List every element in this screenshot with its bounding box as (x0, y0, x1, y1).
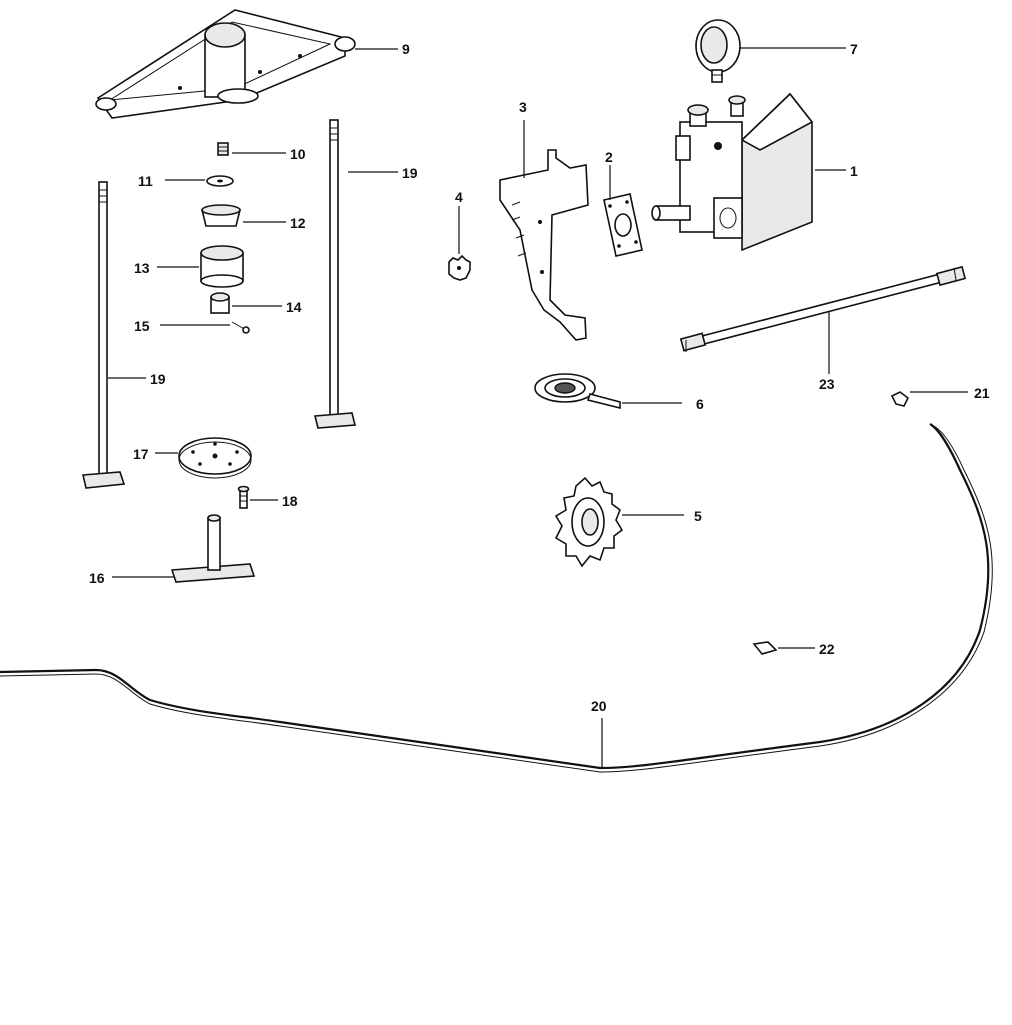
part-18-bolt (237, 485, 250, 509)
part-12-cup (200, 204, 242, 227)
part-14-bushing (210, 292, 230, 314)
part-3-mounting-bracket (499, 149, 589, 341)
callout-14: 14 (286, 299, 302, 315)
callout-12: 12 (290, 215, 306, 231)
callout-3: 3 (519, 99, 527, 115)
callout-6: 6 (696, 396, 704, 412)
part-7-pressure-gauge (695, 19, 741, 83)
callout-20: 20 (591, 698, 607, 714)
callout-9: 9 (402, 41, 410, 57)
part-19-rod-left (82, 181, 126, 489)
part-20-tubing-line (0, 423, 993, 773)
callout-16: 16 (89, 570, 105, 586)
callout-22: 22 (819, 641, 835, 657)
part-19-rod-right (313, 119, 357, 429)
callout-19-left: 19 (150, 371, 166, 387)
part-16-post-base (170, 514, 256, 583)
part-4-small-sprocket (448, 254, 471, 281)
part-9-drive-assembly (95, 9, 356, 119)
callout-13: 13 (134, 260, 150, 276)
callout-23: 23 (819, 376, 835, 392)
part-10-screw (217, 142, 229, 156)
callout-15: 15 (134, 318, 150, 334)
callout-11: 11 (138, 173, 153, 189)
part-15-cotter-pin (231, 321, 250, 334)
part-11-washer (206, 175, 234, 187)
callout-1: 1 (850, 163, 858, 179)
callout-18: 18 (282, 493, 298, 509)
part-2-adapter-plate (603, 193, 643, 257)
part-23-hose-assembly (679, 265, 967, 352)
callout-7: 7 (850, 41, 858, 57)
part-6-roller-chain (534, 373, 621, 410)
part-5-large-sprocket (554, 476, 624, 568)
part-17-round-plate (178, 437, 252, 479)
callout-19-right: 19 (402, 165, 418, 181)
part-22-clip (752, 641, 778, 655)
part-13-cylinder (200, 245, 244, 288)
callout-5: 5 (694, 508, 702, 524)
part-1-pump-unit (651, 92, 814, 252)
part-21-fitting (890, 391, 910, 407)
callout-17: 17 (133, 446, 149, 462)
callout-21: 21 (974, 385, 990, 401)
callout-2: 2 (605, 149, 613, 165)
callout-10: 10 (290, 146, 306, 162)
callout-4: 4 (455, 189, 463, 205)
